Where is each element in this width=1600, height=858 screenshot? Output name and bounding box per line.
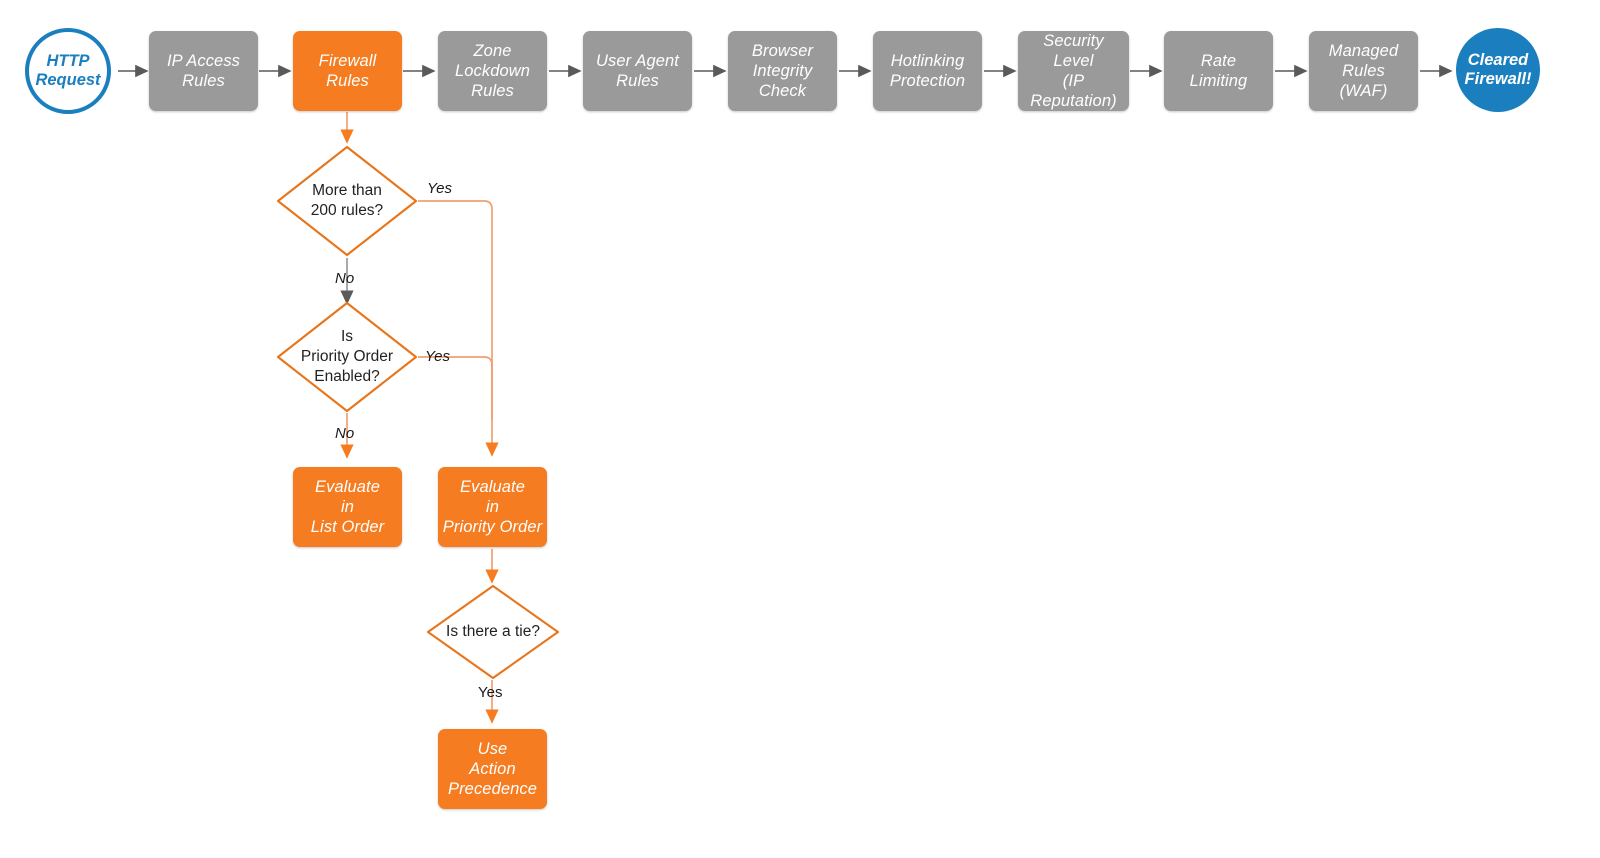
node-hotlinking-protection[interactable]: Hotlinking Protection [873,31,982,111]
node-label: Rate Limiting [1189,52,1248,90]
diamond-shape [276,301,418,413]
decision-label: Is there a tie? [446,623,540,640]
decision-is-priority-order-enabled[interactable]: Is Priority Order Enabled? [275,300,419,414]
node-label: HTTP Request [35,52,101,89]
node-label: Firewall Rules [318,52,377,90]
decision-is-there-a-tie[interactable]: Is there a tie? [425,583,561,681]
node-label: Evaluate in Priority Order [442,478,543,536]
decision-more-than-200-rules[interactable]: More than 200 rules? [275,144,419,258]
node-label: Managed Rules (WAF) [1328,42,1399,100]
node-http-request[interactable]: HTTP Request [25,28,111,114]
edge-label-priority-yes: Yes [425,348,451,365]
node-browser-integrity-check[interactable]: Browser Integrity Check [728,31,837,111]
node-zone-lockdown-rules[interactable]: Zone Lockdown Rules [438,31,547,111]
node-firewall-rules[interactable]: Firewall Rules [293,31,402,111]
edge-label-rules-no: No [335,270,355,287]
node-label: Security Level (IP Reputation) [1030,32,1117,110]
node-ip-access-rules[interactable]: IP Access Rules [149,31,258,111]
node-managed-rules-waf[interactable]: Managed Rules (WAF) [1309,31,1418,111]
node-use-action-precedence[interactable]: Use Action Precedence [438,729,547,809]
node-evaluate-in-priority-order[interactable]: Evaluate in Priority Order [438,467,547,547]
edge-label-rules-yes: Yes [427,180,453,197]
decision-label: More than 200 rules? [310,182,384,219]
decision-label: Is Priority Order Enabled? [300,328,394,385]
node-label: Use Action Precedence [447,740,538,798]
node-label: Evaluate in List Order [310,478,385,536]
edge-label-priority-no: No [335,425,355,442]
diamond-shape [276,145,418,257]
node-label: Browser Integrity Check [751,42,814,100]
node-label: Hotlinking Protection [889,52,966,90]
node-security-level[interactable]: Security Level (IP Reputation) [1018,31,1129,111]
node-cleared-firewall[interactable]: Cleared Firewall! [1456,28,1540,112]
node-label: User Agent Rules [596,52,679,90]
node-label: IP Access Rules [166,52,241,90]
node-evaluate-in-list-order[interactable]: Evaluate in List Order [293,467,402,547]
node-rate-limiting[interactable]: Rate Limiting [1164,31,1273,111]
node-label: Zone Lockdown Rules [454,42,531,100]
node-label: Cleared Firewall! [1464,51,1532,88]
diamond-shape [426,584,560,680]
edge-label-tie-yes: Yes [478,684,503,701]
node-user-agent-rules[interactable]: User Agent Rules [583,31,692,111]
